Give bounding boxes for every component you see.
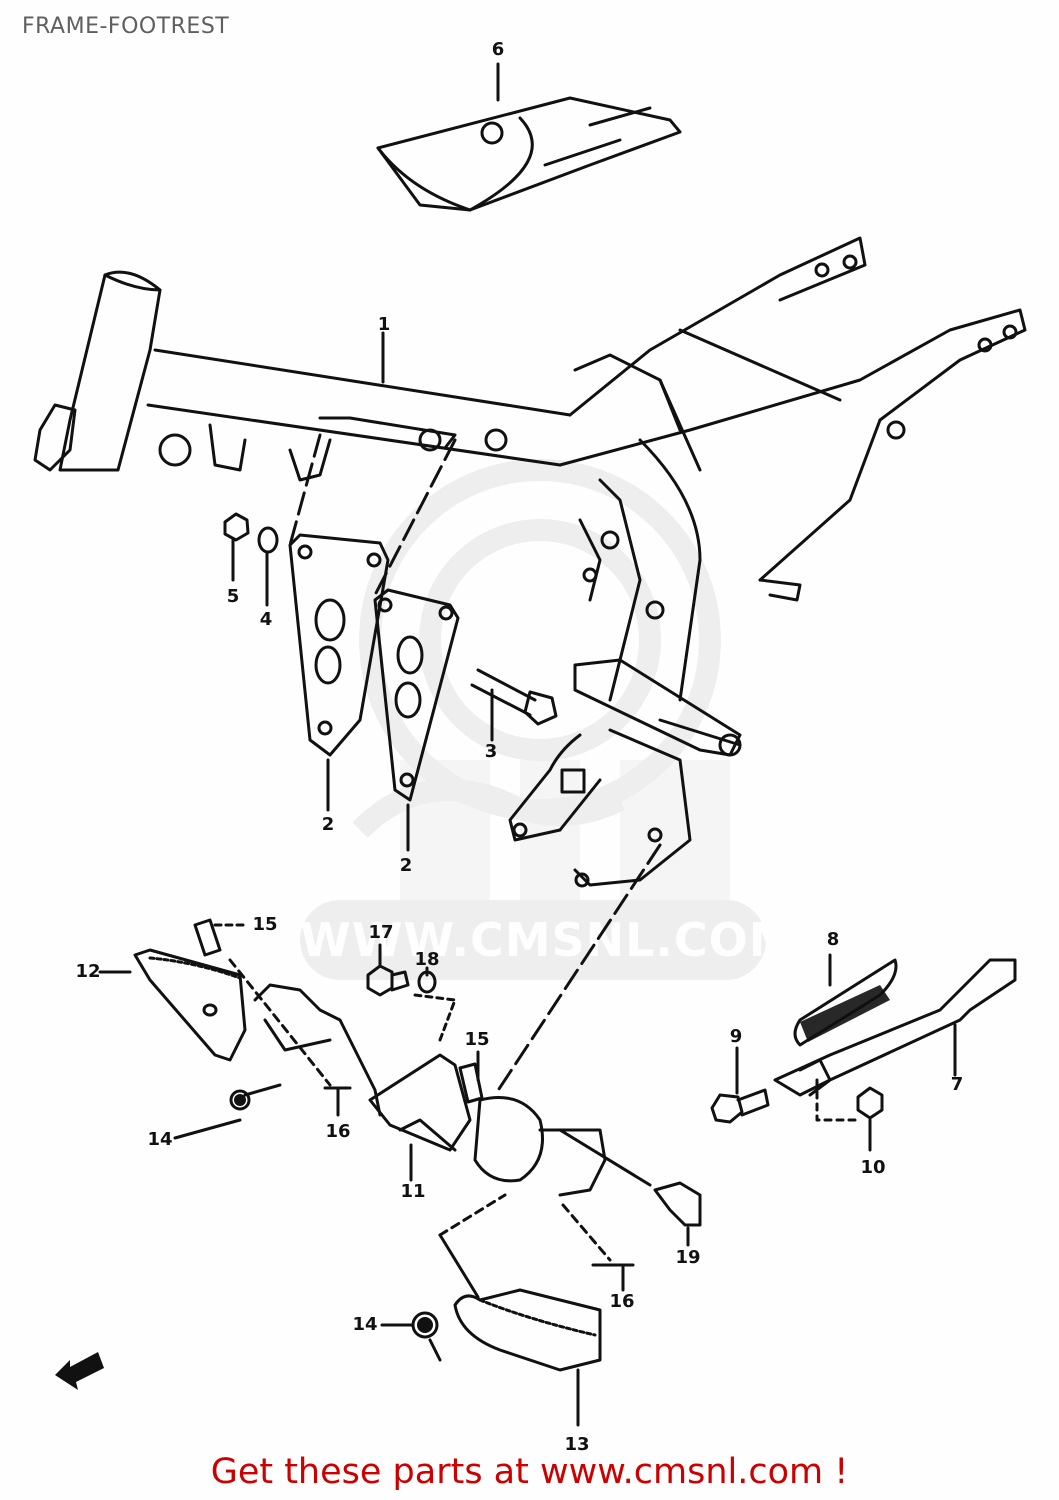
callout-2a: 2	[321, 814, 335, 835]
part-9-bolt	[710, 1093, 744, 1124]
callout-4: 4	[259, 609, 273, 630]
part-19-bolt	[653, 1181, 702, 1227]
part-5-nut	[223, 512, 250, 542]
callout-14b: 14	[352, 1314, 378, 1335]
callout-3: 3	[484, 741, 498, 762]
part-16-cotter-left	[323, 1086, 352, 1117]
part-3-bolt	[470, 668, 558, 726]
part-16-cotter-right	[591, 1263, 635, 1292]
callout-18: 18	[414, 949, 440, 970]
part-7-side-stand	[773, 958, 1017, 1097]
part-14-spring-right	[380, 1311, 442, 1362]
callout-6: 6	[491, 39, 505, 60]
callout-19: 19	[675, 1247, 701, 1268]
callout-15b: 15	[464, 1029, 490, 1050]
callout-16a: 16	[325, 1121, 351, 1142]
callout-5: 5	[226, 586, 240, 607]
part-15-pin-left	[193, 918, 222, 957]
callout-17: 17	[368, 922, 394, 943]
part-12-footrest-left	[98, 948, 247, 1062]
callout-10: 10	[860, 1157, 886, 1178]
callout-2b: 2	[399, 855, 413, 876]
part-2-mount-plates	[288, 533, 460, 802]
callout-7: 7	[950, 1074, 964, 1095]
part-14-spring-left	[173, 1083, 282, 1140]
page-title: FRAME-FOOTREST	[22, 14, 230, 39]
part-1-frame	[33, 236, 1027, 888]
callout-16b: 16	[609, 1291, 635, 1312]
callout-9: 9	[729, 1026, 743, 1047]
shop-link[interactable]: Get these parts at www.cmsnl.com !	[210, 1452, 849, 1492]
callout-15a: 15	[252, 914, 278, 935]
part-6-pouch	[376, 62, 682, 212]
callout-12: 12	[75, 961, 101, 982]
front-direction-arrow-icon	[55, 1352, 104, 1390]
callout-13: 13	[564, 1434, 590, 1455]
callout-1: 1	[377, 314, 391, 335]
part-13-footrest-right	[438, 1193, 602, 1427]
callout-14a: 14	[147, 1129, 173, 1150]
part-10-nut	[856, 1086, 884, 1120]
part-17-bolt	[366, 964, 394, 997]
part-4-washer	[257, 526, 279, 554]
callout-8: 8	[826, 929, 840, 950]
part-11-footrest-bracket	[368, 1050, 607, 1197]
callout-11: 11	[400, 1181, 426, 1202]
